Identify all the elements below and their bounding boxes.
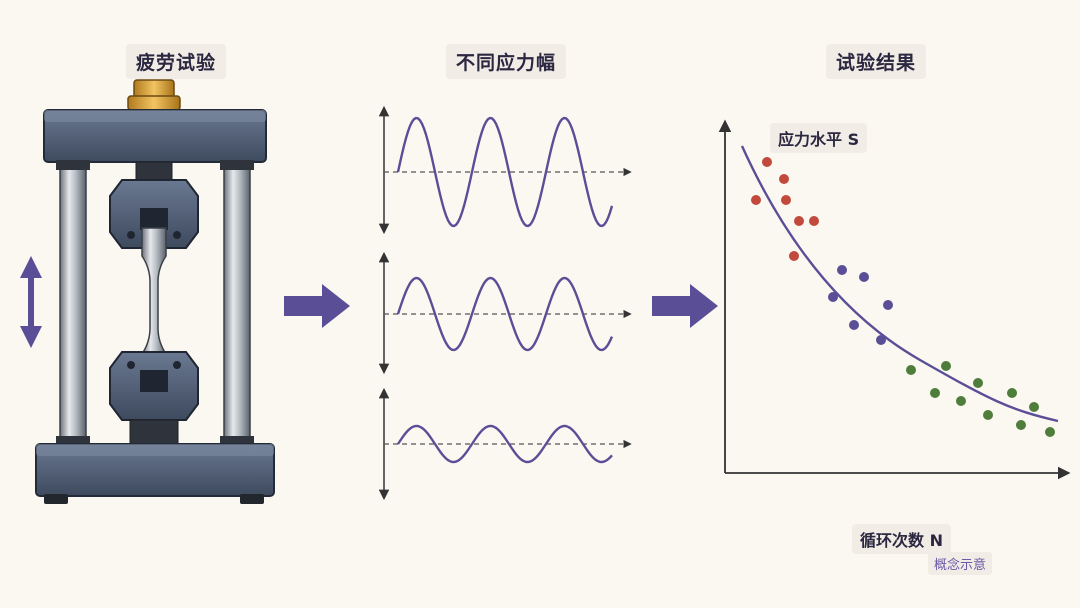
data-points — [751, 157, 1055, 437]
red-point — [779, 174, 789, 184]
green-point — [941, 361, 951, 371]
right-column — [223, 161, 251, 445]
red-point — [781, 195, 791, 205]
waveform-small — [397, 424, 613, 464]
green-point — [930, 388, 940, 398]
green-point — [983, 410, 993, 420]
load-cell-base — [127, 95, 181, 111]
red-point — [789, 251, 799, 261]
purple-point — [876, 335, 886, 345]
flow-arrow-1 — [284, 284, 350, 328]
purple-point — [849, 320, 859, 330]
sn-chart — [718, 119, 1071, 480]
cyclic-load-double-arrow — [20, 256, 42, 348]
waveform-large — [396, 116, 614, 228]
red-point — [762, 157, 772, 167]
green-point — [973, 378, 983, 388]
panel-title-test-results: 试验结果 — [826, 44, 927, 79]
green-point — [1007, 388, 1017, 398]
green-point — [906, 365, 916, 375]
waveform-medium — [396, 276, 614, 352]
green-point — [1029, 402, 1039, 412]
panel-title-fatigue-test: 疲劳试验 — [126, 44, 227, 79]
left-column — [59, 161, 87, 445]
purple-point — [883, 300, 893, 310]
purple-point — [859, 272, 869, 282]
green-point — [1045, 427, 1055, 437]
x-axis-label: 循环次数 N — [852, 524, 951, 554]
fatigue-testing-machine — [35, 79, 275, 504]
concept-note: 概念示意 — [928, 552, 993, 575]
y-axis-label: 应力水平 S — [770, 123, 868, 153]
red-point — [794, 216, 804, 226]
flow-arrow-2 — [652, 284, 718, 328]
stress-amplitude-waveforms — [378, 105, 632, 501]
red-point — [809, 216, 819, 226]
red-point — [751, 195, 761, 205]
purple-point — [837, 265, 847, 275]
panel-title-stress-amplitudes: 不同应力幅 — [446, 44, 567, 79]
purple-point — [828, 292, 838, 302]
sn-curve — [740, 145, 1059, 423]
green-point — [956, 396, 966, 406]
green-point — [1016, 420, 1026, 430]
